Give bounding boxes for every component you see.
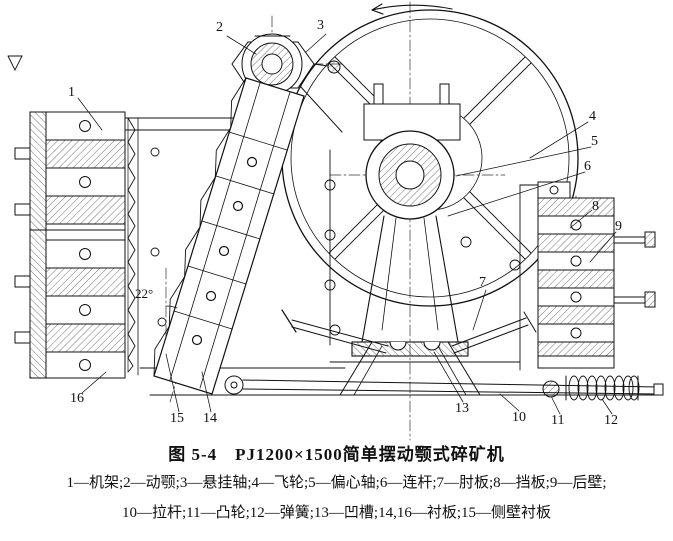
legend-line-2: 10—拉杆;11—凸轮;12—弹簧;13—凹槽;14,16—衬板;15—侧壁衬板: [121, 505, 552, 521]
callout-5: 5: [591, 134, 598, 149]
callout-9: 9: [615, 219, 622, 234]
callout-7: 7: [479, 275, 486, 290]
callout-2: 2: [216, 20, 223, 35]
angle-mark: [165, 305, 178, 309]
crusher-diagram-svg: [7, 1, 664, 441]
callout-12: 12: [604, 413, 618, 428]
cam: [542, 380, 560, 398]
moving-jaw: [153, 77, 305, 395]
fixed-jaw-frame: [14, 111, 261, 379]
callout-15: 15: [170, 411, 184, 426]
leader-lines: [77, 33, 617, 415]
back-wall: [537, 181, 656, 369]
suspension-shaft: [231, 33, 343, 133]
callout-1: 1: [68, 85, 75, 100]
base-frame: [149, 341, 663, 396]
surface-mark: [7, 55, 23, 72]
figure-legend: 1—机架;2—动颚;3—悬挂轴;4—飞轮;5—偏心轴;6—连杆;7—肘板;8—挡…: [0, 468, 673, 528]
fixed-jaw-liner-teeth: [127, 117, 136, 373]
moving-jaw-liner-teeth: [153, 77, 247, 377]
callout-14: 14: [203, 411, 217, 426]
callout-11: 11: [551, 413, 565, 428]
callout-13: 13: [455, 401, 469, 416]
rotation-arrow-icon: [371, 3, 453, 15]
crusher-drawing: 1 2 3 4 5 6 7 8 9 10 11 12 13 14 15 16 2…: [7, 1, 664, 441]
legend-line-1: 1—机架;2—动颚;3—悬挂轴;4—飞轮;5—偏心轴;6—连杆;7—肘板;8—挡…: [66, 475, 607, 491]
eccentric-shaft: [363, 83, 461, 220]
spring-coil: [568, 375, 640, 401]
callout-3: 3: [317, 18, 324, 33]
callout-8: 8: [592, 199, 599, 214]
toggle-plates: [291, 311, 537, 354]
callout-6: 6: [584, 159, 591, 174]
callout-angle-22: 22°: [135, 286, 154, 301]
callout-4: 4: [589, 109, 596, 124]
figure-caption: 图 5-4 PJ1200×1500简单摆动颚式碎矿机: [168, 445, 505, 464]
callout-10: 10: [512, 410, 526, 425]
connecting-rod: [351, 215, 469, 357]
callout-16: 16: [70, 391, 84, 406]
tension-rod-spring: [224, 375, 664, 401]
